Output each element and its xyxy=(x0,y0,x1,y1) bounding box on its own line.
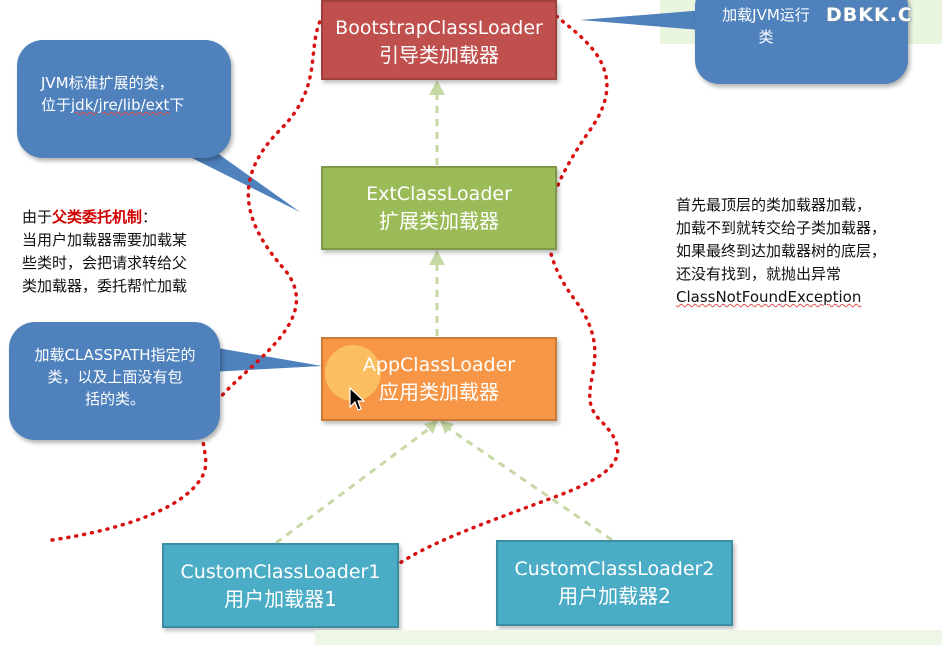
delegation-line4: 类加载器，委托帮忙加载 xyxy=(22,277,188,295)
classpath-line1: 加载CLASSPATH指定的 xyxy=(34,346,196,364)
delegation-highlight: 父类委托机制 xyxy=(52,208,143,226)
bootstrap-en-label: BootstrapClassLoader xyxy=(335,17,543,39)
search-path-dotted xyxy=(50,3,620,577)
lookup-note: 首先最顶层的类加载器加载， 加载不到就转交给子类加载器， 如果最终到达加载器树的… xyxy=(676,194,886,309)
jvm-runtime-line1: 加载JVM运行 xyxy=(722,6,810,24)
ext-path: jdk/jre/lib/ext xyxy=(71,96,170,114)
delegation-arrows xyxy=(275,92,613,545)
classpath-line2: 类，以及上面没有包 xyxy=(47,368,183,386)
lookup-line5: ClassNotFoundException xyxy=(676,288,862,306)
app-cn-label: 应用类加载器 xyxy=(379,380,499,404)
ext-callout-tail xyxy=(180,140,300,212)
bootstrap-cn-label: 引导类加载器 xyxy=(379,43,499,67)
arrow-head-app-right xyxy=(440,420,454,434)
ext-cn-label: 扩展类加载器 xyxy=(379,209,499,233)
ext-description-text: JVM标准扩展的类， 位于jdk/jre/lib/ext下 xyxy=(41,72,184,116)
ext-en-label: ExtClassLoader xyxy=(366,183,512,205)
ext-classloader-box: ExtClassLoader 扩展类加载器 xyxy=(321,166,557,250)
custom2-cn-label: 用户加载器2 xyxy=(558,584,671,608)
ext-line2-post: 下 xyxy=(169,96,185,114)
custom2-en-label: CustomClassLoader2 xyxy=(514,558,715,580)
app-classloader-box: AppClassLoader 应用类加载器 xyxy=(321,337,557,421)
custom-classloader1-box: CustomClassLoader1 用户加载器1 xyxy=(162,543,399,628)
mouse-cursor-icon xyxy=(349,387,365,411)
lookup-line4: 还没有找到，就抛出异常 xyxy=(676,265,842,283)
arrow-head-app-left xyxy=(424,420,438,434)
bottom-faded-band xyxy=(315,630,942,645)
arrow-head-ext xyxy=(429,250,445,265)
jvm-runtime-callout: 加载JVM运行 类 xyxy=(695,0,908,84)
classpath-description-text: 加载CLASSPATH指定的 类，以及上面没有包 括的类。 xyxy=(27,344,203,410)
delegation-note: 由于父类委托机制： 当用户加载器需要加载某 些类时，会把请求转给父 类加载器，委… xyxy=(22,206,187,298)
ext-description-line1: JVM标准扩展的类， xyxy=(41,74,174,92)
delegation-line3: 些类时，会把请求转给父 xyxy=(22,254,188,272)
custom-classloader2-box: CustomClassLoader2 用户加载器2 xyxy=(496,540,733,626)
app-en-label: AppClassLoader xyxy=(362,354,516,376)
jvm-runtime-text: 加载JVM运行 类 xyxy=(721,4,811,48)
classpath-description-callout: 加载CLASSPATH指定的 类，以及上面没有包 括的类。 xyxy=(9,322,220,440)
delegation-line2: 当用户加载器需要加载某 xyxy=(22,231,188,249)
delegation-line1-post: ： xyxy=(142,208,158,226)
lookup-line1: 首先最顶层的类加载器加载， xyxy=(676,196,872,214)
lookup-line2: 加载不到就转交给子类加载器， xyxy=(676,219,887,237)
jvm-runtime-line2: 类 xyxy=(758,28,774,46)
ext-description-line2: 位于jdk/jre/lib/ext下 xyxy=(41,94,184,116)
custom1-en-label: CustomClassLoader1 xyxy=(180,560,381,583)
arrow-head-bootstrap xyxy=(429,80,445,95)
classpath-line3: 括的类。 xyxy=(84,390,145,408)
jvm-callout-tail xyxy=(580,10,705,30)
delegation-line1: 由于父类委托机制： xyxy=(22,206,187,229)
custom1-cn-label: 用户加载器1 xyxy=(224,586,337,611)
arrow-heads xyxy=(424,80,454,434)
ext-line2-pre: 位于 xyxy=(41,96,72,114)
ext-description-callout: JVM标准扩展的类， 位于jdk/jre/lib/ext下 xyxy=(17,40,231,158)
bootstrap-classloader-box: BootstrapClassLoader 引导类加载器 xyxy=(321,0,557,80)
delegation-line1-pre: 由于 xyxy=(22,208,53,226)
watermark-logo: DBKK.C xyxy=(826,4,913,26)
lookup-line3: 如果最终到达加载器树的底层， xyxy=(676,242,887,260)
arrow-custom1-to-app xyxy=(275,426,431,545)
classpath-callout-tail xyxy=(200,345,322,372)
